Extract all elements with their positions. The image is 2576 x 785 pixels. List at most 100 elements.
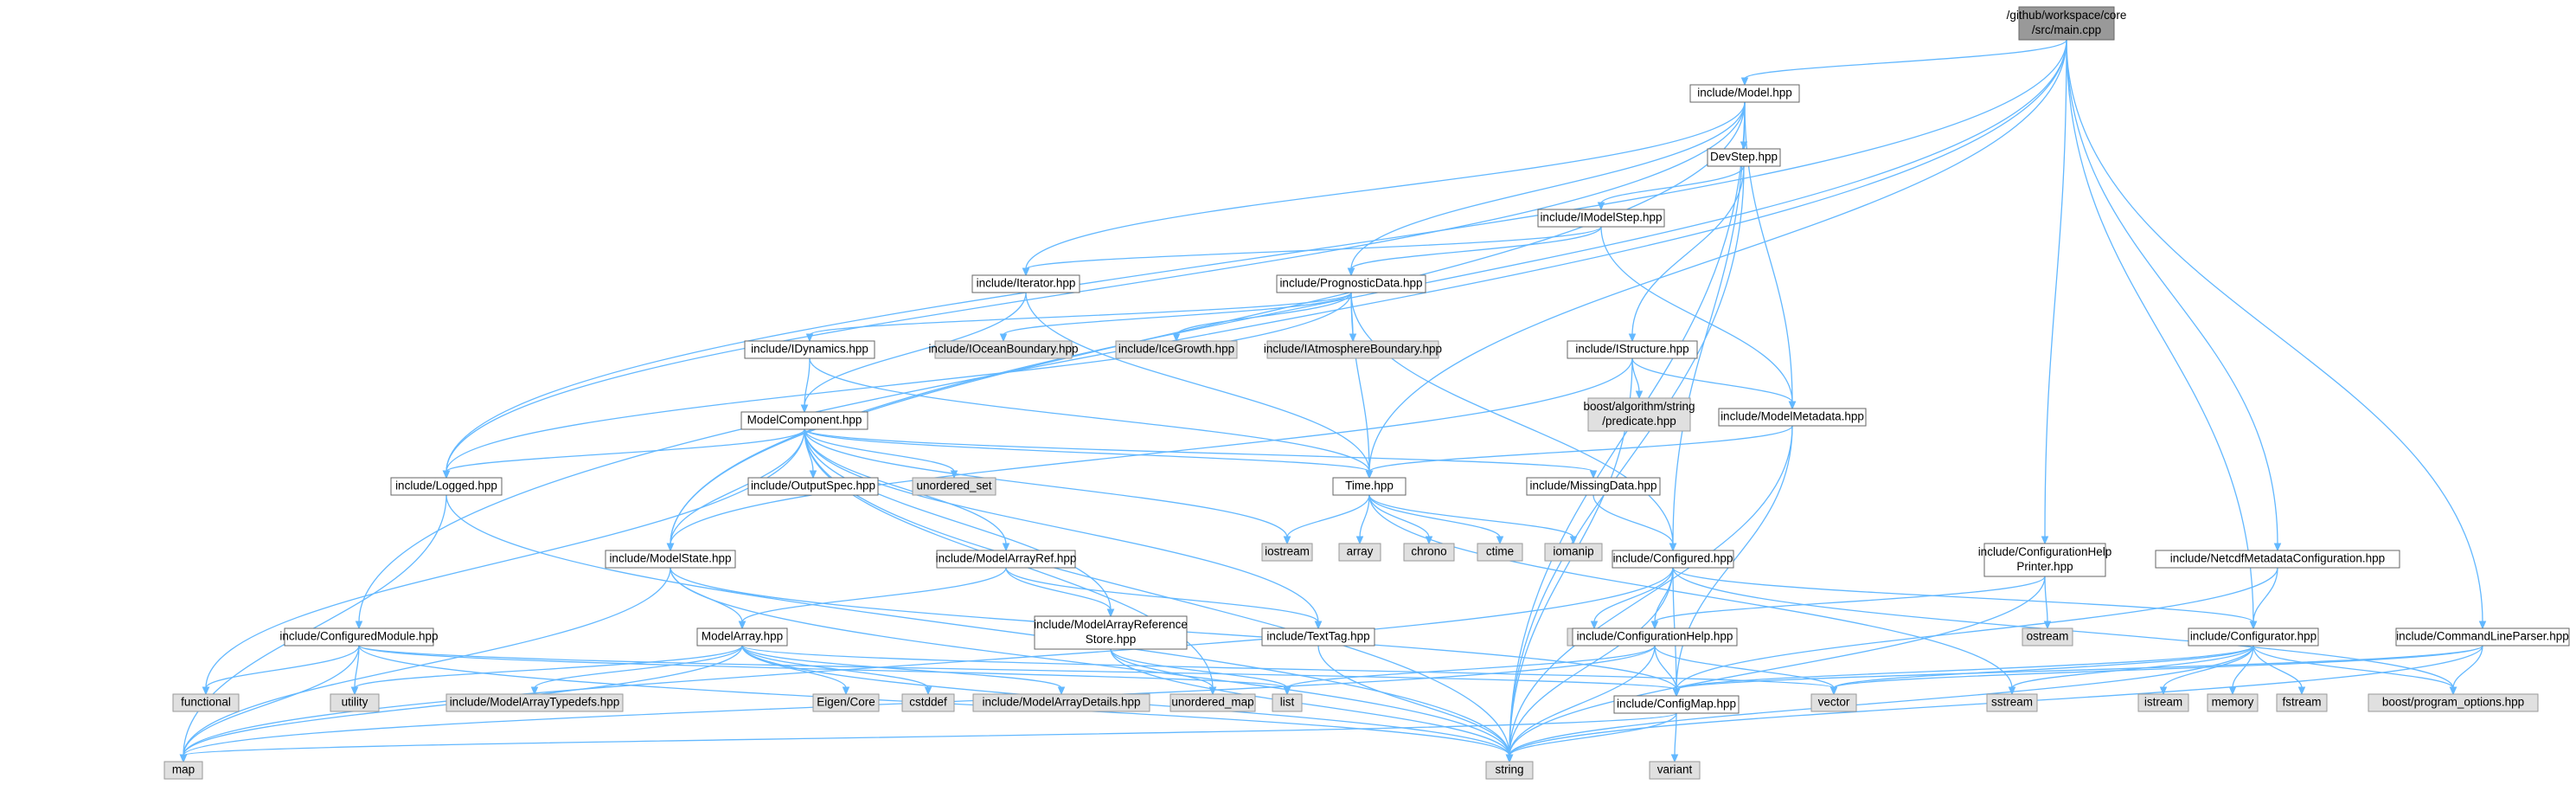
node-modelarray[interactable]: ModelArray.hpp (696, 627, 788, 647)
node-logged[interactable]: include/Logged.hpp (390, 477, 503, 496)
node-modelcomponent[interactable]: ModelComponent.hpp (740, 411, 868, 430)
node-label-modelarrayrefstore: Store.hpp (1086, 633, 1137, 646)
node-box-map (163, 761, 203, 780)
node-box-istream (2137, 693, 2189, 712)
node-label-configmap: include/ConfigMap.hpp (1617, 698, 1736, 711)
node-modelmetadata[interactable]: include/ModelMetadata.hpp (1718, 408, 1867, 427)
node-iomanip: iomanip (1544, 543, 1603, 562)
node-idynamics[interactable]: include/IDynamics.hpp (744, 340, 875, 359)
node-box-modelarrayrefstore (1034, 615, 1188, 650)
node-label-iostream: iostream (1265, 545, 1310, 558)
arrowhead-modelcomponent-to-modelarrayref (1002, 543, 1010, 552)
node-box-configurator (2188, 627, 2319, 647)
edge-main-to-modelstate (670, 39, 2067, 545)
node-configmap[interactable]: include/ConfigMap.hpp (1613, 695, 1740, 714)
node-modelarrayref[interactable]: include/ModelArrayRef.hpp (936, 550, 1077, 569)
node-iterator[interactable]: include/Iterator.hpp (971, 274, 1080, 293)
node-box-ostream (2022, 627, 2073, 647)
node-vector: vector (1810, 693, 1857, 712)
node-box-iostream (1261, 543, 1313, 562)
node-box-netcdfmeta (2155, 550, 2400, 569)
arrowhead-devstep-to-istructure (1628, 333, 1637, 343)
arrowhead-missingdata-to-configured (1669, 543, 1677, 552)
node-box-unordered_map (1169, 693, 1256, 712)
arrowhead-configmap-to-map (179, 754, 188, 763)
edge-modelcomponent-to-time (804, 428, 1370, 473)
node-istructure[interactable]: include/IStructure.hpp (1567, 340, 1698, 359)
node-configuredmodule[interactable]: include/ConfiguredModule.hpp (279, 627, 439, 647)
node-confighelp[interactable]: include/ConfigurationHelp.hpp (1572, 627, 1738, 647)
node-box-cstddef (901, 693, 955, 712)
node-model[interactable]: include/Model.hpp (1689, 84, 1800, 103)
node-modelstate[interactable]: include/ModelState.hpp (605, 550, 736, 569)
edge-modelarray-to-vector (741, 645, 1835, 689)
node-boostpo: boost/program_options.hpp (2368, 693, 2539, 712)
node-modelarraydetails: include/ModelArrayDetails.hpp (972, 693, 1150, 712)
node-unordered_map: unordered_map (1169, 693, 1256, 712)
node-label-iomanip: iomanip (1553, 545, 1593, 558)
edge-configuredmodule-to-configmap (358, 645, 1677, 691)
node-devstep[interactable]: DevStep.hpp (1707, 148, 1781, 167)
node-outputspec[interactable]: include/OutputSpec.hpp (747, 477, 879, 496)
node-box-utility (330, 693, 380, 712)
node-label-istructure: include/IStructure.hpp (1575, 343, 1688, 356)
edge-prognostic-to-idynamics (809, 292, 1352, 336)
edge-main-to-confighelpprinter (2044, 39, 2067, 538)
node-eigencore: Eigen/Core (812, 693, 880, 712)
node-label-ostream: ostream (2027, 630, 2069, 643)
node-box-ioceanboundary (934, 340, 1073, 359)
node-box-istructure (1567, 340, 1698, 359)
node-texttag[interactable]: include/TextTag.hpp (1261, 627, 1375, 647)
node-box-eigencore (812, 693, 880, 712)
node-box-confighelpprinter (1983, 543, 2106, 577)
node-box-string (1485, 761, 1534, 780)
edge-modelmetadata-to-time (1368, 425, 1793, 473)
node-time[interactable]: Time.hpp (1332, 477, 1407, 496)
edge-imodelstep-to-modelmetadata (1600, 226, 1793, 403)
node-main[interactable]: /github/workspace/core/src/main.cpp (2007, 6, 2127, 41)
edge-model-to-modelmetadata (1744, 101, 1793, 403)
arrowhead-configmap-to-variant (1670, 754, 1679, 763)
arrowhead-configured-to-typeinfo (1590, 621, 1599, 630)
node-iatmosphere: include/IAtmosphereBoundary.hpp (1264, 340, 1442, 359)
node-cstddef: cstddef (901, 693, 955, 712)
edge-confighelp-to-list (1286, 645, 1656, 689)
node-box-boostpo (2368, 693, 2539, 712)
node-box-modelarray (696, 627, 788, 647)
node-configurator[interactable]: include/Configurator.hpp (2188, 627, 2319, 647)
node-label-outputspec: include/OutputSpec.hpp (751, 479, 875, 492)
arrowhead-cmdlineparser-to-vector (1829, 686, 1838, 696)
node-cmdlineparser[interactable]: include/CommandLineParser.hpp (2395, 627, 2570, 647)
edge-configurator-to-configmap (1676, 645, 2254, 691)
node-box-modelmetadata (1718, 408, 1867, 427)
node-netcdfmeta[interactable]: include/NetcdfMetadataConfiguration.hpp (2155, 550, 2400, 569)
node-imodelstep[interactable]: include/IModelStep.hpp (1537, 209, 1665, 228)
node-label-confighelpprinter: include/ConfigurationHelp (1978, 545, 2112, 558)
arrowhead-time-to-ctime (1496, 536, 1504, 545)
arrowhead-modelcomponent-to-logged (442, 470, 451, 479)
node-prognostic[interactable]: include/PrognosticData.hpp (1276, 274, 1426, 293)
node-label-cmdlineparser: include/CommandLineParser.hpp (2396, 630, 2569, 643)
edge-logged-to-string (445, 494, 1510, 756)
arrowhead-configmap-to-string (1505, 754, 1514, 763)
node-label-main: /github/workspace/core (2007, 9, 2127, 22)
edge-main-to-configurator (2066, 39, 2254, 623)
edge-missingdata-to-configured (1592, 494, 1674, 545)
node-label-modelarrayrefstore: include/ModelArrayReference (1034, 618, 1188, 631)
node-label-functional: functional (181, 696, 231, 709)
arrowhead-time-to-iostream (1283, 536, 1291, 545)
node-box-unordered_set (912, 477, 996, 496)
node-missingdata[interactable]: include/MissingData.hpp (1526, 477, 1661, 496)
edge-configuredmodule-to-map (183, 645, 360, 756)
node-configured[interactable]: include/Configured.hpp (1612, 550, 1734, 569)
edge-modelarrayrefstore-to-list (1110, 648, 1288, 689)
arrowhead-prognostic-to-ioceanboundary (999, 333, 1008, 343)
arrowhead-modelcomponent-to-missingdata (1589, 470, 1598, 479)
arrowhead-confighelp-to-list (1283, 686, 1291, 696)
edge-modelstate-to-modelarray (670, 567, 743, 623)
edge-main-to-model (1744, 39, 2067, 80)
edge-iterator-to-time (1025, 292, 1370, 473)
edge-configmap-to-variant (1674, 712, 1677, 756)
